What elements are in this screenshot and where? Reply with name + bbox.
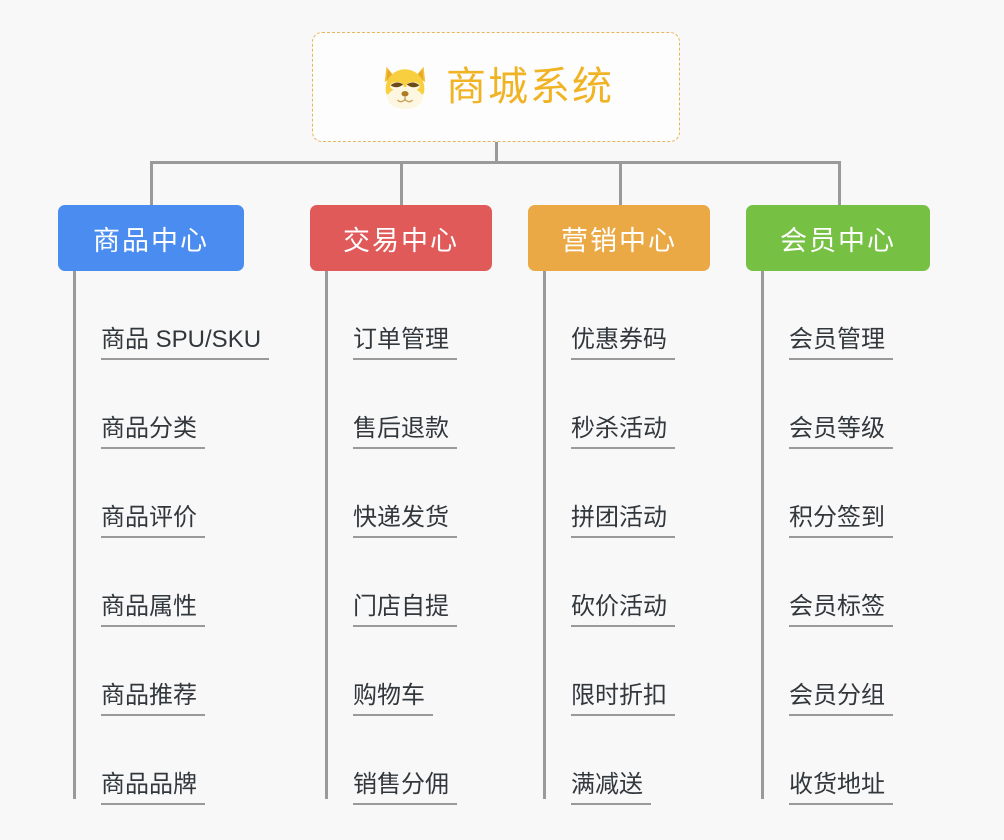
leaf-label: 会员等级: [789, 416, 893, 449]
leaf-label: 商品评价: [101, 505, 205, 538]
branch-trunk: [73, 271, 76, 799]
leaf-item[interactable]: 会员等级: [761, 360, 893, 449]
leaf-item[interactable]: 会员分组: [761, 627, 893, 716]
leaf-label: 商品 SPU/SKU: [101, 327, 270, 360]
leaf-label: 满减送: [571, 772, 651, 805]
leaf-item[interactable]: 快递发货: [325, 449, 457, 538]
leaf-label: 砍价活动: [571, 594, 675, 627]
leaf-label: 商品属性: [101, 594, 205, 627]
leaf-item[interactable]: 商品推荐: [73, 627, 266, 716]
leaf-item[interactable]: 拼团活动: [543, 449, 675, 538]
leaf-item[interactable]: 限时折扣: [543, 627, 675, 716]
leaf-label: 拼团活动: [571, 505, 675, 538]
branch-header-label: 营销中心: [561, 225, 677, 256]
connector-drop-4: [838, 161, 841, 205]
leaf-item[interactable]: 购物车: [325, 627, 454, 716]
leaf-label: 快递发货: [353, 505, 457, 538]
connector-drop-3: [619, 161, 622, 205]
leaf-item[interactable]: 商品 SPU/SKU: [73, 271, 270, 360]
branch-trunk: [761, 271, 764, 799]
leaf-label: 商品推荐: [101, 683, 205, 716]
connector-root-stem: [495, 142, 498, 164]
leaf-item[interactable]: 砍价活动: [543, 538, 675, 627]
leaf-item[interactable]: 订单管理: [325, 271, 457, 360]
leaf-item[interactable]: 积分签到: [761, 449, 893, 538]
branch-header-label: 交易中心: [343, 225, 459, 256]
leaf-list: 商品 SPU/SKU 商品分类 商品评价 商品属性 商品推荐 商品品牌: [73, 271, 270, 805]
branch-trunk: [325, 271, 328, 799]
leaf-item[interactable]: 门店自提: [325, 538, 457, 627]
leaf-item[interactable]: 商品评价: [73, 449, 266, 538]
leaf-label: 售后退款: [353, 416, 457, 449]
branch-trunk: [543, 271, 546, 799]
leaf-item[interactable]: 秒杀活动: [543, 360, 675, 449]
leaf-label: 会员分组: [789, 683, 893, 716]
leaf-label: 购物车: [353, 683, 433, 716]
branch-header-label: 会员中心: [780, 225, 896, 256]
branch-header-会员中心[interactable]: 会员中心: [746, 205, 930, 271]
connector-drop-1: [150, 161, 153, 205]
connector-bus: [150, 161, 841, 164]
leaf-label: 会员标签: [789, 594, 893, 627]
leaf-item[interactable]: 会员管理: [761, 271, 893, 360]
leaf-item[interactable]: 满减送: [543, 716, 672, 805]
leaf-label: 秒杀活动: [571, 416, 675, 449]
leaf-item[interactable]: 会员标签: [761, 538, 893, 627]
leaf-label: 限时折扣: [571, 683, 675, 716]
root-node[interactable]: 商城系统: [312, 32, 680, 142]
leaf-list: 优惠券码 秒杀活动 拼团活动 砍价活动 限时折扣 满减送: [543, 271, 675, 805]
leaf-label: 销售分佣: [353, 772, 457, 805]
leaf-label: 会员管理: [789, 327, 893, 360]
leaf-item[interactable]: 商品分类: [73, 360, 266, 449]
leaf-item[interactable]: 优惠券码: [543, 271, 675, 360]
connector-drop-2: [400, 161, 403, 205]
leaf-item[interactable]: 商品品牌: [73, 716, 266, 805]
leaf-label: 商品品牌: [101, 772, 205, 805]
leaf-list: 会员管理 会员等级 积分签到 会员标签 会员分组 收货地址: [761, 271, 893, 805]
root-title: 商城系统: [446, 65, 614, 109]
leaf-label: 收货地址: [789, 772, 893, 805]
leaf-label: 商品分类: [101, 416, 205, 449]
branch-header-商品中心[interactable]: 商品中心: [58, 205, 244, 271]
shiba-inu-emoji: [384, 66, 426, 109]
branch-header-交易中心[interactable]: 交易中心: [310, 205, 492, 271]
leaf-list: 订单管理 售后退款 快递发货 门店自提 购物车 销售分佣: [325, 271, 457, 805]
leaf-item[interactable]: 销售分佣: [325, 716, 457, 805]
leaf-item[interactable]: 收货地址: [761, 716, 893, 805]
leaf-label: 订单管理: [353, 327, 457, 360]
leaf-label: 门店自提: [353, 594, 457, 627]
leaf-label: 积分签到: [789, 505, 893, 538]
leaf-item[interactable]: 售后退款: [325, 360, 457, 449]
leaf-label: 优惠券码: [571, 327, 675, 360]
branch-header-label: 商品中心: [93, 225, 209, 256]
branch-header-营销中心[interactable]: 营销中心: [528, 205, 710, 271]
leaf-item[interactable]: 商品属性: [73, 538, 266, 627]
